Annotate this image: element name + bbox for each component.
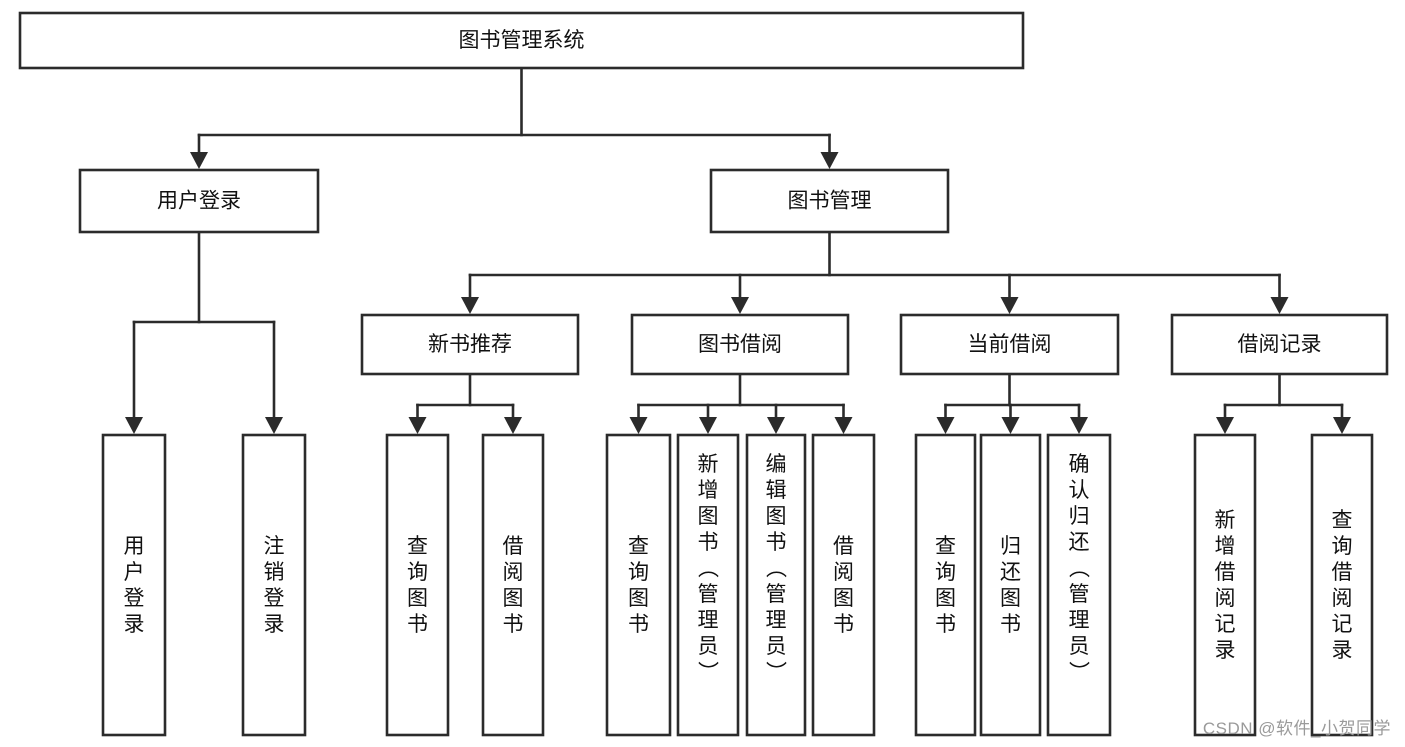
edge-group-borrow-record (1216, 372, 1351, 434)
node-label: 用户登录 (157, 190, 241, 213)
node-box (18, 11, 1025, 70)
node-label: 图书管理系统 (459, 29, 585, 52)
node-box (914, 433, 977, 737)
arrow-head-icon (731, 297, 749, 314)
node-leaf-query-book[interactable]: 查询图书 (605, 433, 672, 737)
node-label: 确认归还（管理员） (1069, 453, 1091, 684)
arrow-head-icon (767, 417, 785, 434)
edge-group-root (190, 66, 839, 169)
node-box (811, 433, 876, 737)
arrow-head-icon (1001, 417, 1020, 434)
node-box (78, 168, 320, 234)
arrow-head-icon (629, 417, 648, 434)
node-box (676, 433, 740, 737)
arrow-head-icon (265, 417, 283, 434)
node-label: 借阅记录 (1238, 333, 1322, 356)
edge-group-book-manage (461, 230, 1289, 314)
node-label: 借阅图书 (833, 535, 854, 636)
node-box (1193, 433, 1257, 737)
arrow-head-icon (461, 297, 479, 314)
arrow-head-icon (190, 152, 208, 169)
nodes-layer: 图书管理系统用户登录图书管理新书推荐图书借阅当前借阅借阅记录用户登录注销登录查询… (18, 11, 1389, 737)
node-box (385, 433, 450, 737)
node-root[interactable]: 图书管理系统 (18, 11, 1025, 70)
node-box (1046, 433, 1112, 737)
node-box (745, 433, 807, 737)
node-leaf-user-logout[interactable]: 注销登录 (241, 433, 307, 737)
node-label: 查询图书 (935, 535, 956, 636)
edge-group-current-borrow (936, 372, 1088, 434)
node-leaf-confirm-return[interactable]: 确认归还（管理员） (1046, 433, 1112, 737)
node-leaf-edit-book[interactable]: 编辑图书（管理员） (745, 433, 807, 737)
node-leaf-return-book[interactable]: 归还图书 (979, 433, 1042, 737)
node-box (630, 313, 850, 376)
node-leaf-user-login[interactable]: 用户登录 (101, 433, 167, 737)
arrow-head-icon (504, 417, 522, 434)
arrow-head-icon (936, 417, 955, 434)
node-leaf-add-book[interactable]: 新增图书（管理员） (676, 433, 740, 737)
node-label: 查询借阅记录 (1332, 509, 1353, 662)
node-label: 借阅图书 (503, 535, 524, 636)
node-box (899, 313, 1120, 376)
node-label: 编辑图书（管理员） (766, 453, 788, 684)
node-label: 当前借阅 (968, 333, 1052, 356)
arrow-head-icon (1216, 417, 1234, 434)
node-user-login[interactable]: 用户登录 (78, 168, 320, 234)
node-label: 新书推荐 (428, 333, 512, 356)
node-box (605, 433, 672, 737)
node-leaf-query-book-rec[interactable]: 查询图书 (385, 433, 450, 737)
node-new-book-rec[interactable]: 新书推荐 (360, 313, 580, 376)
node-box (481, 433, 545, 737)
arrow-head-icon (820, 152, 839, 169)
edges-layer (125, 66, 1351, 434)
node-book-borrow[interactable]: 图书借阅 (630, 313, 850, 376)
node-label: 新增图书（管理员） (698, 453, 720, 684)
edge-group-book-borrow (629, 372, 853, 434)
node-leaf-query-record[interactable]: 查询借阅记录 (1310, 433, 1374, 737)
node-box (979, 433, 1042, 737)
edge-group-new-book-rec (408, 372, 522, 434)
node-box (709, 168, 950, 234)
node-box (1170, 313, 1389, 376)
arrow-head-icon (1000, 297, 1019, 314)
node-label: 图书管理 (788, 190, 872, 213)
arrow-head-icon (834, 417, 853, 434)
arrow-head-icon (1070, 417, 1088, 434)
arrow-head-icon (1333, 417, 1351, 434)
node-borrow-record[interactable]: 借阅记录 (1170, 313, 1389, 376)
node-label: 图书借阅 (698, 333, 782, 356)
arrow-head-icon (408, 417, 427, 434)
node-current-borrow[interactable]: 当前借阅 (899, 313, 1120, 376)
node-label: 查询图书 (407, 535, 428, 636)
node-label: 新增借阅记录 (1215, 509, 1236, 662)
node-leaf-query-book-cur[interactable]: 查询图书 (914, 433, 977, 737)
watermark-text: CSDN @软件_小贺同学 (1202, 719, 1391, 738)
node-box (1310, 433, 1374, 737)
node-box (360, 313, 580, 376)
node-box (241, 433, 307, 737)
node-label: 用户登录 (124, 535, 145, 636)
node-leaf-borrow-book-rec[interactable]: 借阅图书 (481, 433, 545, 737)
node-label: 注销登录 (264, 535, 285, 636)
arrow-head-icon (125, 417, 143, 434)
arrow-head-icon (699, 417, 717, 434)
node-box (101, 433, 167, 737)
arrow-head-icon (1270, 297, 1289, 314)
node-book-manage[interactable]: 图书管理 (709, 168, 950, 234)
node-label: 归还图书 (1000, 535, 1021, 636)
node-leaf-add-record[interactable]: 新增借阅记录 (1193, 433, 1257, 737)
node-leaf-borrow-book[interactable]: 借阅图书 (811, 433, 876, 737)
edge-group-user-login (125, 230, 283, 434)
node-label: 查询图书 (628, 535, 649, 636)
